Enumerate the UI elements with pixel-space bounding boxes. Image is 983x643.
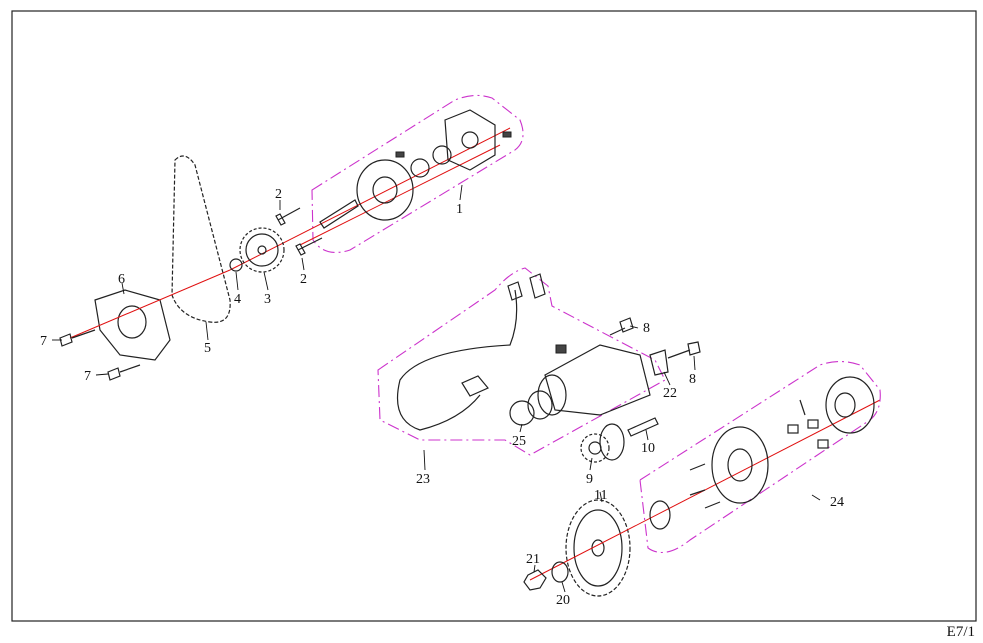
callout-1: 1 — [456, 202, 463, 217]
roller — [807, 419, 819, 429]
pump-cover-hole — [461, 131, 479, 149]
callout-2: 2 — [300, 272, 307, 287]
pump-cover — [444, 109, 496, 171]
drive-chain — [171, 155, 231, 323]
clutch-bore — [727, 448, 753, 482]
gear-bore — [588, 441, 602, 455]
screw — [704, 501, 721, 509]
flange-bolt — [59, 329, 96, 347]
bolt — [275, 207, 301, 226]
bolt-head — [555, 344, 567, 354]
group-outline-oil-pump — [311, 94, 524, 253]
small-screw — [502, 131, 512, 138]
callout-7: 7 — [84, 369, 91, 384]
pump-body — [356, 159, 414, 221]
bolt — [609, 317, 634, 336]
callout-6: 6 — [118, 272, 125, 287]
callout-22: 22 — [663, 386, 677, 401]
o-ring — [527, 390, 553, 420]
drawing-frame — [11, 10, 977, 622]
cable-terminal — [461, 375, 489, 397]
cable-terminal — [507, 281, 523, 301]
screw — [689, 463, 706, 471]
nut — [229, 258, 243, 272]
callout-8: 8 — [689, 372, 696, 387]
sprocket-hole — [257, 245, 267, 255]
terminal-cap — [529, 273, 546, 299]
gear-web — [573, 509, 623, 587]
motor-end — [537, 374, 567, 416]
screw — [689, 489, 706, 496]
callout-7: 7 — [40, 334, 47, 349]
pump-rotor — [432, 145, 452, 165]
reduction-gear — [599, 423, 625, 461]
callout-24: 24 — [830, 495, 844, 510]
callout-8: 8 — [643, 321, 650, 336]
pin — [395, 151, 405, 158]
starter-motor — [544, 344, 651, 416]
roller — [817, 439, 829, 449]
callout-2: 2 — [275, 187, 282, 202]
leader-lines — [52, 184, 821, 593]
idle-shaft — [627, 417, 659, 437]
pump-body-bore — [372, 176, 398, 204]
group-outline-starter — [377, 267, 666, 456]
pump-ring — [410, 158, 430, 178]
page-code: E7/1 — [946, 624, 975, 640]
callout-11: 11 — [594, 488, 607, 503]
drive-sprocket — [239, 227, 285, 273]
axis-line — [299, 144, 501, 246]
bracket — [649, 349, 669, 376]
plate-hole — [117, 305, 147, 339]
flange-bolt — [107, 364, 141, 381]
needle-bearing — [649, 500, 671, 530]
callout-23: 23 — [416, 472, 430, 487]
callout-21: 21 — [526, 552, 540, 567]
callout-25: 25 — [512, 434, 526, 449]
callout-3: 3 — [264, 292, 271, 307]
washer — [551, 561, 569, 583]
bolt — [667, 341, 701, 359]
spring — [799, 399, 806, 416]
pump-shaft — [319, 199, 359, 229]
clutch-body — [711, 426, 769, 504]
axis-line — [69, 269, 231, 339]
callout-4: 4 — [234, 292, 241, 307]
chain-guide-plate — [94, 289, 171, 361]
clutch-hub — [825, 376, 875, 434]
callout-20: 20 — [556, 593, 570, 608]
nut — [523, 569, 547, 591]
callout-5: 5 — [204, 341, 211, 356]
callout-10: 10 — [641, 441, 655, 456]
callout-9: 9 — [586, 472, 593, 487]
hub-bore — [834, 392, 856, 418]
bolt — [295, 237, 323, 256]
sprocket-body — [245, 233, 279, 267]
starter-gear — [580, 433, 610, 463]
axis-line — [229, 127, 511, 271]
roller — [787, 424, 799, 434]
starter-cable — [396, 289, 518, 431]
starter-driven-gear — [565, 499, 631, 597]
